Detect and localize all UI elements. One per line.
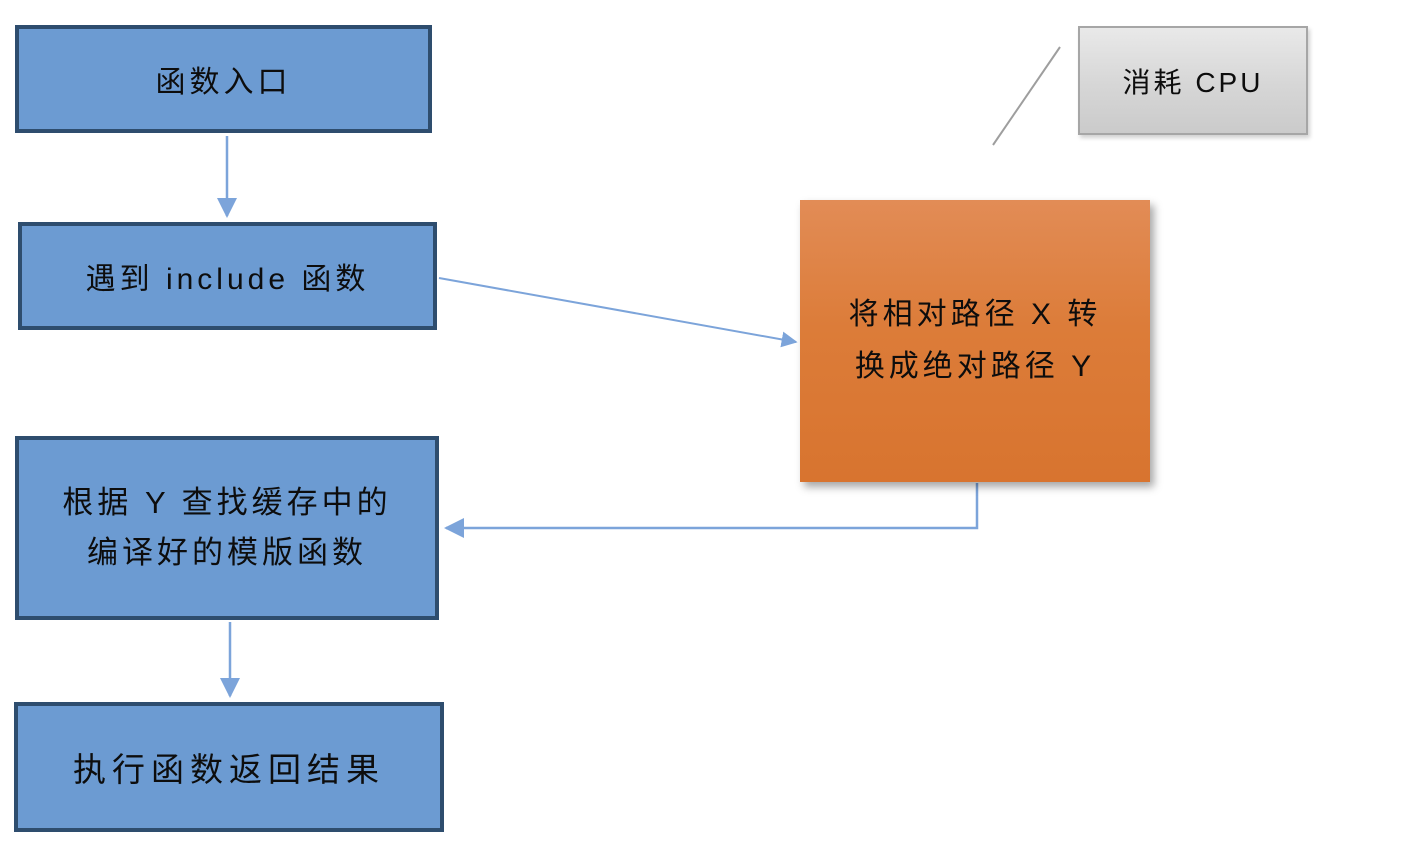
arrow-convert-to-lookup — [444, 483, 979, 538]
flow-node-execute-return: 执行函数返回结果 — [14, 702, 444, 832]
cpu-cost-note-label: 消耗 CPU — [1122, 66, 1264, 98]
flow-node-label-line2: 编译好的模版函数 — [87, 535, 367, 570]
flow-node-cache-lookup: 根据 Y 查找缓存中的 编译好的模版函数 — [15, 436, 439, 620]
flow-node-function-entry: 函数入口 — [15, 25, 432, 133]
cpu-note-callout-line — [992, 46, 1061, 146]
flow-node-label-line2: 换成绝对路径 Y — [854, 350, 1096, 383]
flow-node-label-line1: 根据 Y 查找缓存中的 — [62, 485, 392, 520]
arrow-include-to-convert — [438, 277, 798, 348]
flow-node-label: 遇到 include 函数 — [85, 263, 370, 296]
flow-node-label-line1: 将相对路径 X 转 — [848, 298, 1102, 331]
flow-node-label: 执行函数返回结果 — [73, 751, 385, 788]
flow-node-include-function: 遇到 include 函数 — [18, 222, 437, 330]
cpu-cost-note: 消耗 CPU — [1078, 26, 1308, 135]
flow-node-label: 函数入口 — [155, 66, 292, 99]
flow-node-convert-path-highlight: 将相对路径 X 转 换成绝对路径 Y — [800, 200, 1150, 482]
